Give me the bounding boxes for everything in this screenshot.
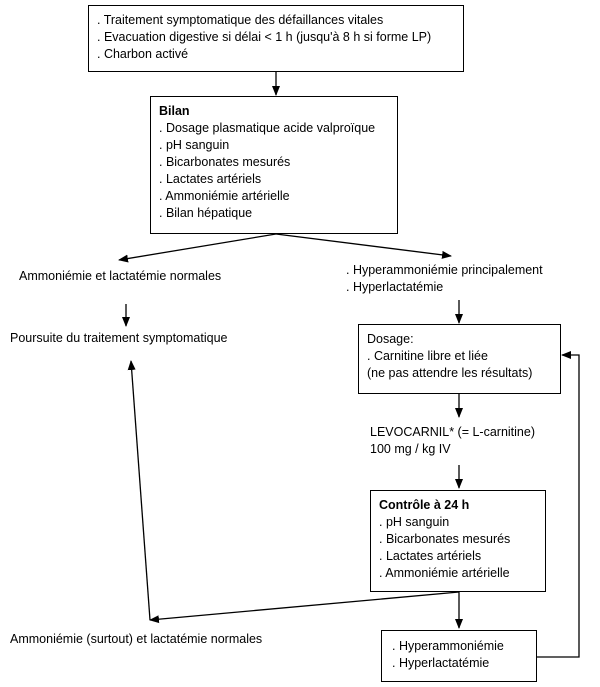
control-line-1: . pH sanguin (379, 515, 450, 529)
arrow-final-normal-to-continue (127, 360, 151, 621)
dosage-line-1: Dosage: (367, 332, 414, 346)
bilan-line-4: . Lactates artériels (159, 172, 262, 186)
bilan-line-5: . Ammoniémie artérielle (159, 189, 290, 203)
final-abnormal-line-2: . Hyperlactatémie (392, 656, 490, 670)
hyper-line-2: . Hyperlactatémie (346, 280, 444, 294)
arrow-bilan-to-hyper (275, 233, 452, 259)
hyper-findings: . Hyperammoniémie principalement . Hyper… (346, 262, 543, 296)
dosage-box: Dosage: . Carnitine libre et liée (ne pa… (358, 324, 561, 394)
treatment-line-1: LEVOCARNIL* (= L-carnitine) (370, 425, 535, 439)
final-abnormal-line-1: . Hyperammoniémie (392, 639, 504, 653)
arrow-loop-to-dosage (537, 351, 580, 658)
bilan-line-1: . Dosage plasmatique acide valproïque (159, 121, 376, 135)
control-line-4: . Ammoniémie artérielle (379, 566, 510, 580)
initial-line-1: . Traitement symptomatique des défaillan… (97, 13, 384, 27)
levocarnil-treatment: LEVOCARNIL* (= L-carnitine) 100 mg / kg … (370, 424, 535, 458)
bilan-line-3: . Bicarbonates mesurés (159, 155, 291, 169)
control-title: Contrôle à 24 h (379, 498, 470, 512)
arrow-control-to-final-normal (149, 591, 460, 624)
control-line-3: . Lactates artériels (379, 549, 482, 563)
final-abnormal-box: . Hyperammoniémie . Hyperlactatémie (381, 630, 537, 682)
arrow-bilan-to-normal (118, 233, 277, 263)
bilan-box: Bilan . Dosage plasmatique acide valproï… (150, 96, 398, 234)
final-normal-label: Ammoniémie (surtout) et lactatémie norma… (10, 632, 263, 646)
continue-treatment-label: Poursuite du traitement symptomatique (10, 331, 228, 345)
bilan-line-6: . Bilan hépatique (159, 206, 253, 220)
treatment-line-2: 100 mg / kg IV (370, 442, 451, 456)
bilan-line-2: . pH sanguin (159, 138, 230, 152)
hyper-line-1: . Hyperammoniémie principalement (346, 263, 543, 277)
initial-treatment-box: . Traitement symptomatique des défaillan… (88, 5, 464, 72)
bilan-title: Bilan (159, 104, 190, 118)
dosage-line-3: (ne pas attendre les résultats) (367, 366, 533, 380)
control-line-2: . Bicarbonates mesurés (379, 532, 511, 546)
control-24h-box: Contrôle à 24 h . pH sanguin . Bicarbona… (370, 490, 546, 592)
normal-levels-label: Ammoniémie et lactatémie normales (19, 269, 222, 283)
initial-line-3: . Charbon activé (97, 47, 189, 61)
dosage-line-2: . Carnitine libre et liée (367, 349, 488, 363)
initial-line-2: . Evacuation digestive si délai < 1 h (j… (97, 30, 432, 44)
